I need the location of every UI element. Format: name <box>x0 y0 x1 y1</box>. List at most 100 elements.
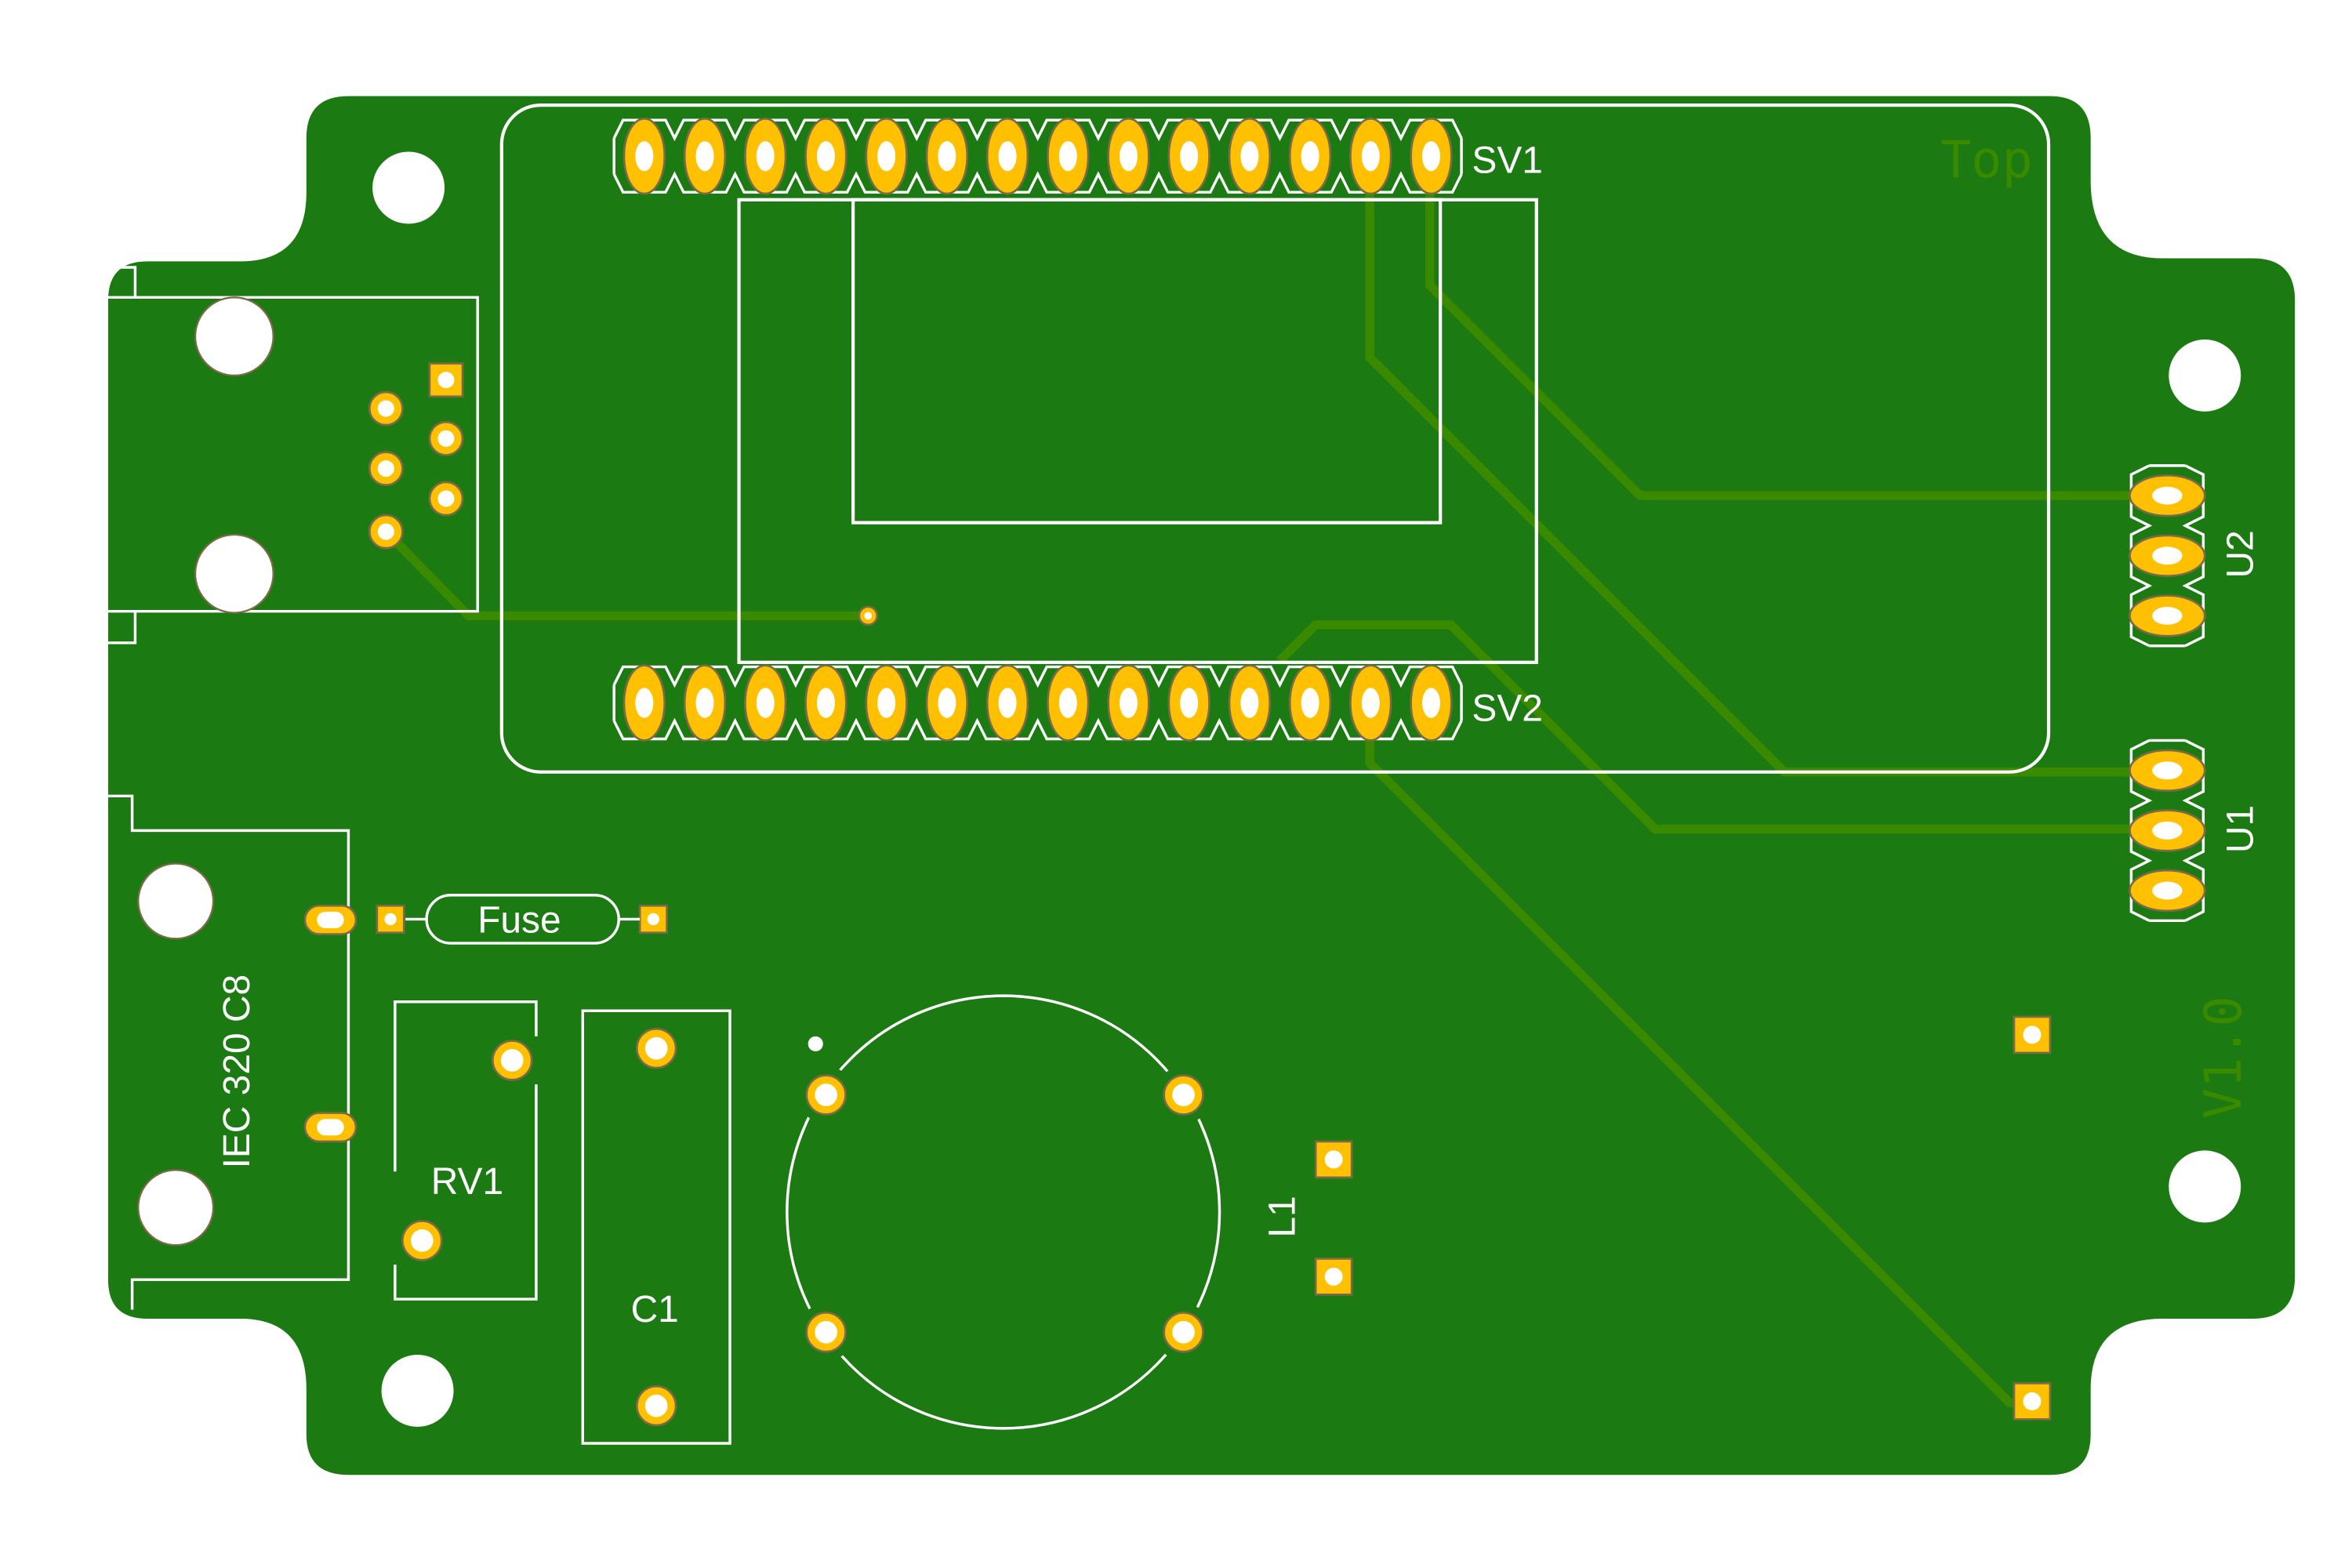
c1-label: C1 <box>631 1289 679 1330</box>
rv1-outline-bottom <box>394 1084 538 1301</box>
iec-mount-hole-top <box>137 862 215 940</box>
sv1-pin <box>1288 118 1332 195</box>
rj-pin <box>368 451 404 487</box>
component-u2 <box>2129 464 2206 648</box>
rj-pin <box>428 481 464 517</box>
sv1-outline-top <box>612 118 1463 142</box>
u1-pin <box>2129 749 2206 792</box>
fuse-label: Fuse <box>477 900 561 942</box>
transformer-pin <box>797 1303 855 1361</box>
sv1-label: SV1 <box>1472 140 1543 181</box>
transformer-outline <box>786 994 1221 1430</box>
u2-pin <box>2129 594 2206 637</box>
sv1-pin <box>683 118 727 195</box>
pad-right-upper <box>2013 1015 2052 1054</box>
rj-pin <box>428 420 464 456</box>
sv1-pin <box>1228 118 1272 195</box>
via <box>858 605 879 626</box>
header-sv2 <box>612 664 1463 742</box>
iec-outline <box>107 794 350 1310</box>
sv1-pin <box>1107 118 1150 195</box>
sv2-pin <box>925 664 969 742</box>
l1-label: L1 <box>1261 1196 1303 1237</box>
trace-rj-to-via <box>383 528 869 621</box>
mounting-hole-bottom-right <box>2169 1150 2241 1223</box>
sv1-pin <box>1410 118 1453 195</box>
layer-label: Top <box>1940 131 2033 190</box>
rj-tab-top <box>117 266 137 298</box>
sv2-outline-top <box>612 665 1463 688</box>
rj-mount-hole-bottom <box>194 533 274 614</box>
iec-label: IEC 320 C8 <box>216 975 258 1169</box>
board-substrate <box>107 96 2296 1475</box>
sv1-pin <box>1167 118 1210 195</box>
mounting-hole-top-left <box>372 151 445 224</box>
sv2-pin <box>622 664 666 742</box>
header-sv1 <box>612 118 1463 195</box>
varistor-rv1: RV1 <box>394 1000 538 1301</box>
sv2-pin <box>1107 664 1150 742</box>
mounting-hole-top-right <box>2169 339 2241 412</box>
iec-inlet: IEC 320 C8 <box>107 794 358 1310</box>
sv2-pin <box>744 664 787 742</box>
rv1-pin-2 <box>401 1220 443 1261</box>
rj-outline <box>107 296 479 613</box>
fuse-outline <box>425 894 620 945</box>
rj-pin <box>368 514 404 550</box>
rj-connector <box>107 266 479 644</box>
mounting-hole-bottom-left <box>381 1354 454 1427</box>
sv1-outline-bottom <box>612 171 1463 194</box>
sv1-pin <box>804 118 848 195</box>
rj-mount-hole-top <box>194 296 274 377</box>
sv2-pin <box>683 664 727 742</box>
rv1-pin-1 <box>492 1040 533 1081</box>
sv2-pin <box>865 664 908 742</box>
display-module-outline <box>499 103 2051 774</box>
u1-pin <box>2129 869 2206 913</box>
sv2-outline-bottom <box>612 717 1463 741</box>
sv1-pin <box>925 118 969 195</box>
pad-right-lower <box>2013 1382 2052 1421</box>
transformer <box>786 994 1221 1430</box>
sv2-pin <box>1349 664 1392 742</box>
rj-tab-bottom <box>107 611 137 644</box>
capacitor-c1: C1 <box>581 1009 731 1445</box>
component-u1 <box>2129 739 2206 923</box>
sv1-pin <box>985 118 1029 195</box>
sv1-pin <box>622 118 666 195</box>
sv2-pin <box>1167 664 1210 742</box>
sv1-pin <box>865 118 908 195</box>
sv2-label: SV2 <box>1472 688 1543 730</box>
transformer-pin <box>797 1066 855 1123</box>
c1-pin-1 <box>635 1027 677 1069</box>
c1-outline <box>581 1009 731 1445</box>
iec-pin-2 <box>303 1112 358 1143</box>
u2-pin <box>2129 534 2206 578</box>
sv2-pin <box>804 664 848 742</box>
iec-mount-hole-bottom <box>137 1169 215 1247</box>
rj-pin <box>368 390 404 426</box>
trace-sv2-u1 <box>1276 620 2166 834</box>
inductor-l1: L1 <box>1261 1140 1353 1296</box>
rv1-outline-top <box>394 1000 538 1172</box>
version-label: V1.0 <box>2194 996 2253 1119</box>
sv2-pin <box>1288 664 1332 742</box>
sv2-pin <box>985 664 1029 742</box>
c1-pin-2 <box>635 1385 677 1427</box>
sv2-pin <box>1410 664 1453 742</box>
u1-label: U1 <box>2220 805 2262 853</box>
fuse: Fuse <box>376 894 668 945</box>
sv2-pin <box>1047 664 1090 742</box>
sv2-pin <box>1228 664 1272 742</box>
sv1-pin <box>744 118 787 195</box>
transformer-pin <box>1155 1303 1212 1361</box>
u2-pin <box>2129 474 2206 517</box>
u2-label: U2 <box>2220 530 2262 578</box>
rj-pin-1 <box>428 362 464 398</box>
rv1-label: RV1 <box>431 1161 503 1203</box>
display-active-area <box>851 198 1443 524</box>
transformer-pin <box>1155 1066 1212 1123</box>
u1-pin <box>2129 809 2206 852</box>
iec-pin-1 <box>303 904 358 935</box>
